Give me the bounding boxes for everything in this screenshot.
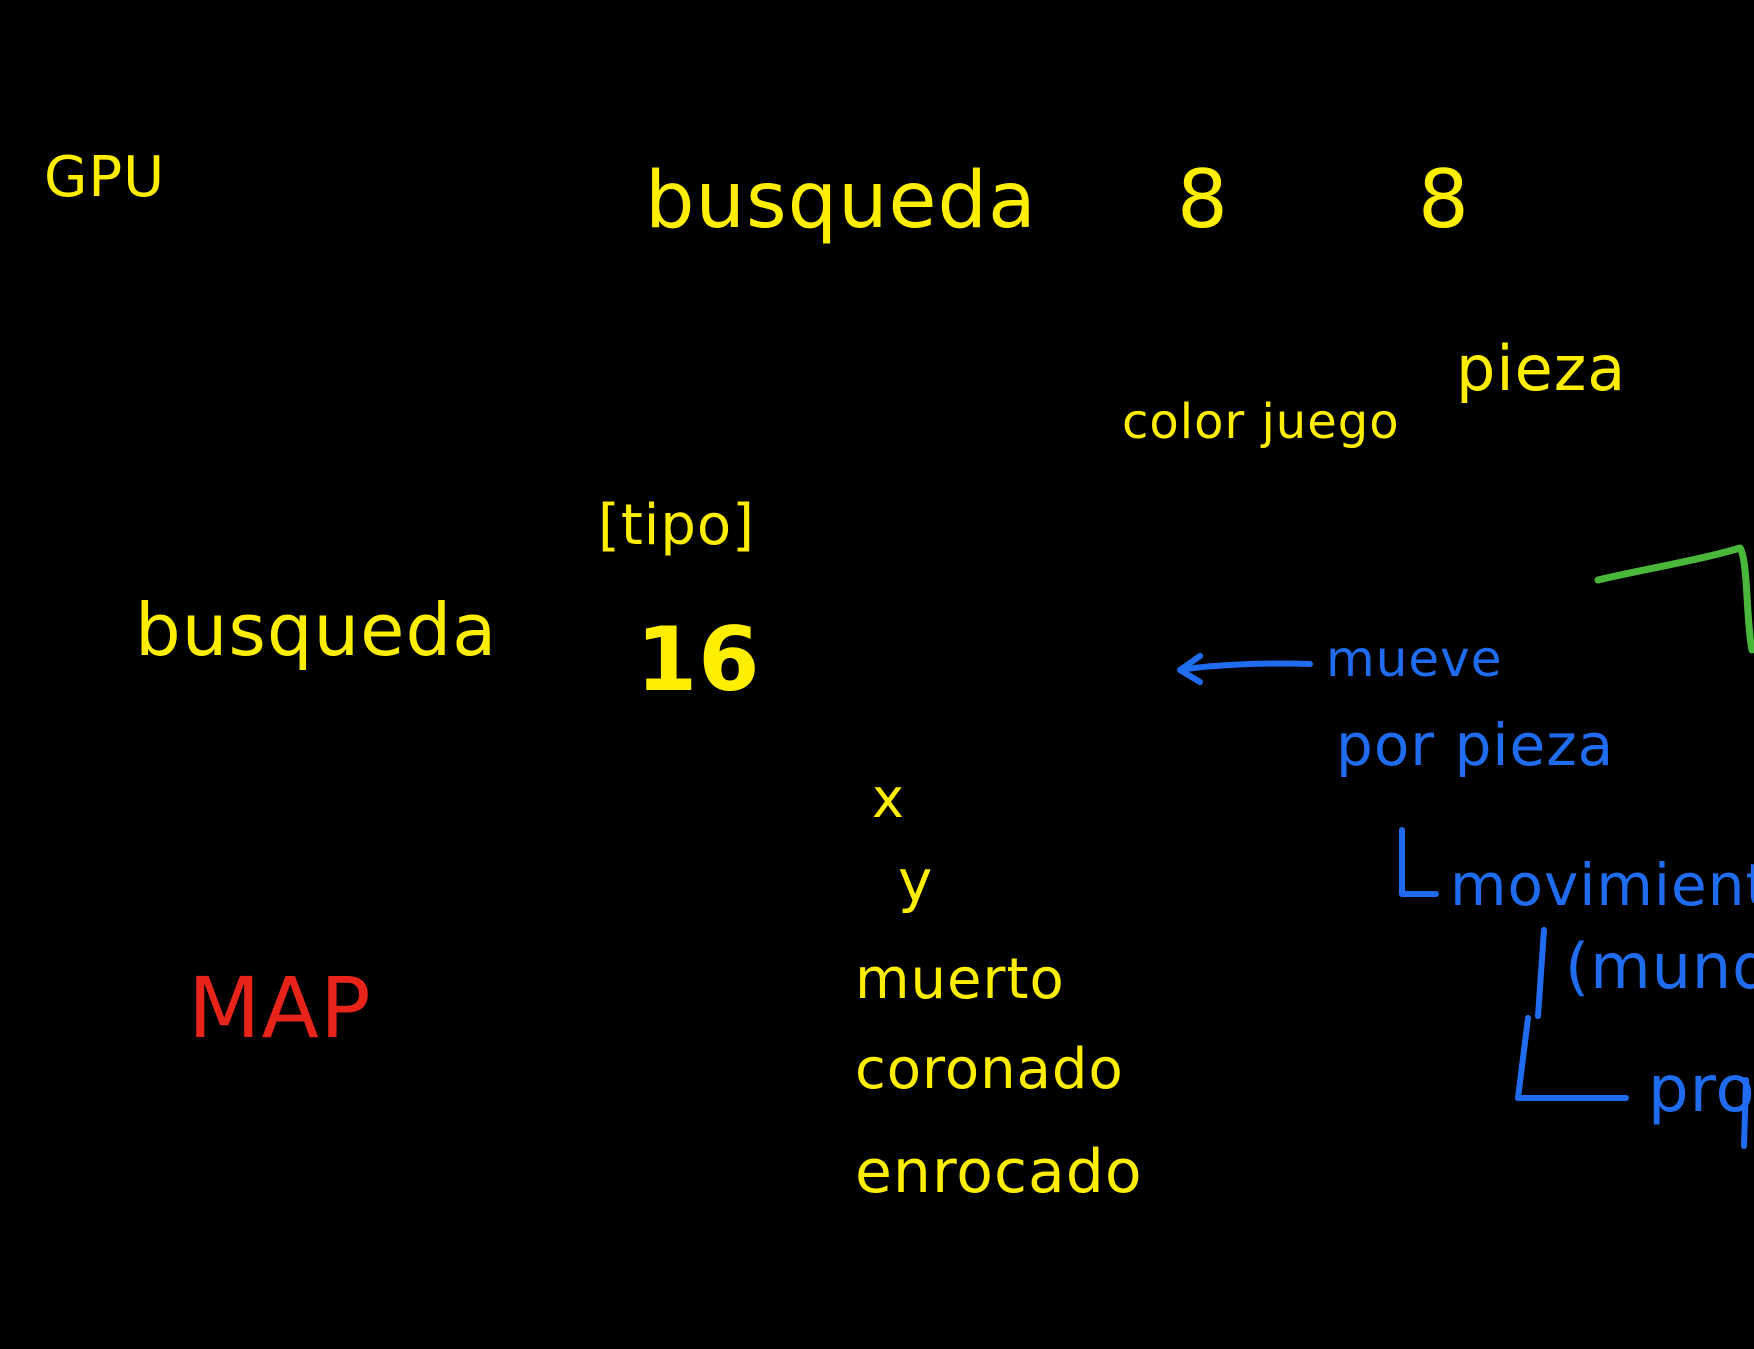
gpu-label: GPU — [44, 145, 166, 210]
color-juego-label: color juego — [1122, 394, 1400, 450]
mundo-label: (mundo — [1565, 930, 1754, 1003]
map-label: MAP — [188, 959, 372, 1057]
prop-label: prop — [1648, 1053, 1754, 1127]
sixteen-label: 16 — [636, 608, 761, 711]
tree-bracket-middle — [1535, 927, 1547, 1019]
enrocado-label: enrocado — [855, 1137, 1143, 1207]
busqueda-left-label: busqueda — [135, 588, 498, 672]
coronado-label: coronado — [855, 1037, 1124, 1102]
mueve-label: mueve — [1326, 630, 1503, 688]
x-label: x — [872, 767, 905, 830]
y-label: y — [898, 847, 934, 915]
left-arrow-head — [1177, 653, 1203, 685]
eight-label-a: 8 — [1177, 153, 1229, 246]
tipo-label: [tipo] — [598, 493, 756, 558]
busqueda-top-label: busqueda — [645, 156, 1037, 246]
green-bracket-stroke — [1594, 544, 1754, 654]
pieza-label: pieza — [1456, 332, 1627, 405]
eight-label-b: 8 — [1418, 153, 1470, 246]
por-pieza-label: por pieza — [1336, 711, 1615, 779]
left-arrow-stroke — [1179, 660, 1313, 673]
tree-bracket-bottom — [1515, 1015, 1629, 1101]
tree-bracket-top — [1399, 827, 1439, 897]
muerto-label: muerto — [855, 947, 1065, 1012]
tree-bracket-right-tail — [1741, 1077, 1749, 1149]
movimiento-label: movimiento — [1450, 851, 1754, 919]
